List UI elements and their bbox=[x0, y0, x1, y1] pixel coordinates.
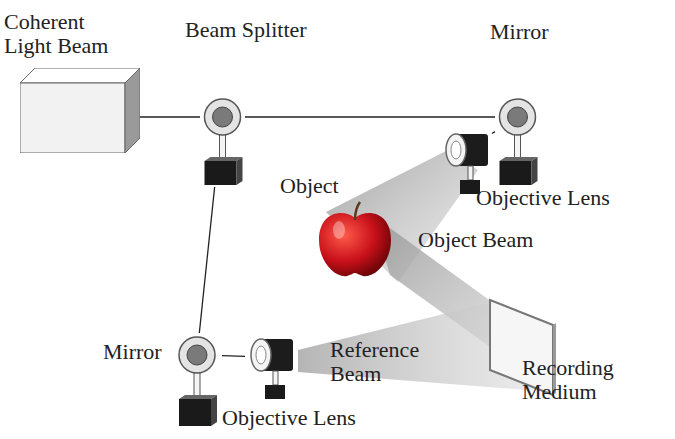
beam-label: Reference Beam bbox=[330, 338, 440, 386]
component-label: Objective Lens bbox=[476, 186, 656, 210]
light-beam bbox=[492, 132, 495, 134]
component-label: Objective Lens bbox=[222, 406, 412, 430]
beam-label: Object Beam bbox=[418, 228, 558, 252]
box-drawing bbox=[20, 68, 140, 153]
component-label: Mirror bbox=[103, 340, 183, 364]
objective-lens: Objective Lens bbox=[440, 130, 492, 195]
light-beam bbox=[245, 116, 495, 117]
lens-drawing bbox=[245, 335, 303, 400]
mount-drawing bbox=[200, 95, 245, 187]
apple-drawing bbox=[315, 200, 395, 280]
mount-drawing bbox=[495, 95, 540, 187]
mount-drawing bbox=[172, 333, 222, 428]
laser-source: Coherent Light Beam bbox=[20, 68, 140, 153]
beam-splitter: Beam Splitter bbox=[200, 95, 245, 187]
mirror: Mirror bbox=[495, 95, 540, 187]
component-label: Mirror bbox=[490, 20, 590, 44]
recording-medium: Recording Medium bbox=[485, 295, 557, 397]
objective-lens: Objective Lens bbox=[245, 335, 303, 400]
light-beam bbox=[222, 355, 245, 357]
light-beam bbox=[140, 116, 200, 117]
component-label: Coherent Light Beam bbox=[4, 10, 129, 58]
component-label: Object bbox=[280, 174, 370, 198]
light-beam bbox=[199, 187, 214, 333]
object: Object bbox=[315, 200, 395, 280]
mirror: Mirror bbox=[172, 333, 222, 428]
component-label: Recording Medium bbox=[522, 356, 642, 404]
component-label: Beam Splitter bbox=[185, 18, 345, 42]
